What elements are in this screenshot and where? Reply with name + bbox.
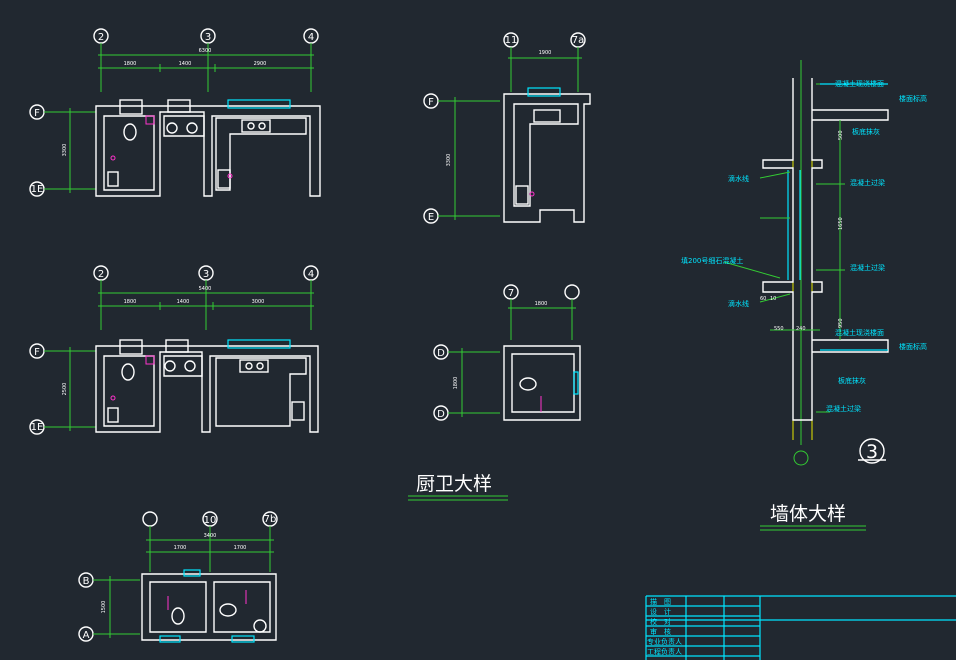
dim-total: 3400 bbox=[204, 533, 217, 539]
dim-vert: 3300 bbox=[446, 154, 452, 167]
axis-label: E bbox=[428, 212, 434, 223]
wall-label: 混凝土过梁 bbox=[826, 404, 861, 413]
dim-vert: 1500 bbox=[101, 601, 107, 614]
plan-5: 10 7b 3400 1700 1700 B A 1500 bbox=[78, 511, 278, 643]
axis-label: B bbox=[83, 576, 90, 587]
dim-total: 6300 bbox=[199, 48, 212, 54]
dim: 3000 bbox=[252, 299, 265, 305]
wall-label: 混凝土现浇楼面 bbox=[835, 328, 884, 337]
dim: 1800 bbox=[124, 61, 137, 67]
axis-label: F bbox=[34, 347, 40, 358]
title-block-row: 工程负责人 bbox=[647, 647, 682, 656]
axis-label: 2 bbox=[98, 269, 104, 280]
wall-label: 混凝土过梁 bbox=[850, 263, 885, 272]
wall-section: 混凝土现浇楼面 楼面标高 板底抹灰 滴水线 混凝土过梁 填200号细石混凝土 混… bbox=[681, 60, 927, 466]
axis-label: D bbox=[437, 348, 445, 359]
dim-total: 5400 bbox=[199, 286, 212, 292]
wall-dim: 500 bbox=[838, 130, 844, 140]
title-block-row: 设 计 bbox=[650, 607, 671, 616]
axis-label: A bbox=[83, 630, 90, 641]
wall-dim: 550 bbox=[774, 326, 784, 332]
axis-label: F bbox=[34, 108, 40, 119]
dim: 1700 bbox=[174, 545, 187, 551]
axis-label: 7 bbox=[508, 288, 514, 299]
title-wall: 墙体大样 bbox=[770, 503, 846, 525]
plan-4: 7 1800 D D 1800 bbox=[433, 284, 581, 421]
section-number: 3 bbox=[866, 441, 878, 463]
axis-label: 7b bbox=[264, 514, 277, 525]
section-bubble bbox=[859, 438, 885, 464]
axis-label: 11 bbox=[505, 35, 518, 46]
wall-label: 板底抹灰 bbox=[838, 376, 866, 385]
title-block-row: 描 图 bbox=[650, 597, 671, 606]
axis-label: 4 bbox=[308, 269, 314, 280]
dim: 2900 bbox=[254, 61, 267, 67]
wall-dim: 60 bbox=[760, 296, 766, 302]
axis-label: 1E bbox=[31, 184, 44, 195]
wall-label: 楼面标高 bbox=[899, 94, 927, 103]
axis-label: 3 bbox=[205, 32, 211, 43]
dim-vert: 1800 bbox=[453, 377, 459, 390]
wall-label: 板底抹灰 bbox=[852, 127, 880, 136]
dim-vert: 3300 bbox=[62, 144, 68, 157]
wall-label: 滴水线 bbox=[728, 174, 749, 183]
axis-label: 3 bbox=[203, 269, 209, 280]
dim: 1900 bbox=[539, 50, 552, 56]
wall-dim: 950 bbox=[838, 318, 844, 328]
title-block-row: 审 核 bbox=[650, 627, 671, 636]
dim-vert: 2500 bbox=[62, 383, 68, 396]
dim: 1800 bbox=[535, 301, 548, 307]
title-kitchen-bath: 厨卫大样 bbox=[416, 473, 492, 495]
wall-label: 滴水线 bbox=[728, 299, 749, 308]
plan-1: 2 3 4 6300 1800 1400 2900 F 1E 3300 bbox=[29, 28, 321, 197]
axis-label: 2 bbox=[98, 32, 104, 43]
axis-label: 1E bbox=[31, 422, 44, 433]
title-block-row: 校 对 bbox=[650, 617, 671, 626]
wall-label: 楼面标高 bbox=[899, 342, 927, 351]
wall-dim: 10 bbox=[770, 296, 776, 302]
dim: 1400 bbox=[177, 299, 190, 305]
dim: 1700 bbox=[234, 545, 247, 551]
title-block: 描 图 设 计 校 对 审 核 专业负责人 工程负责人 bbox=[645, 595, 956, 660]
wall-label: 混凝土现浇楼面 bbox=[835, 79, 884, 88]
wall-label: 混凝土过梁 bbox=[850, 178, 885, 187]
axis-label: D bbox=[437, 409, 445, 420]
wall-dim: 1650 bbox=[838, 217, 844, 230]
axis-label: F bbox=[428, 97, 434, 108]
axis-label: 4 bbox=[308, 32, 314, 43]
axis-label: 7a bbox=[572, 35, 585, 46]
plan-2: 11 7a 1900 F E 3300 bbox=[423, 32, 591, 224]
wall-dim: 240 bbox=[796, 326, 806, 332]
dim: 1800 bbox=[124, 299, 137, 305]
wall-label: 填200号细石混凝土 bbox=[681, 256, 743, 265]
plan-3: 2 3 4 5400 1800 1400 3000 F 1E 2500 bbox=[29, 265, 319, 435]
title-block-row: 专业负责人 bbox=[647, 637, 682, 646]
dim: 1400 bbox=[179, 61, 192, 67]
axis-label: 10 bbox=[204, 515, 217, 526]
